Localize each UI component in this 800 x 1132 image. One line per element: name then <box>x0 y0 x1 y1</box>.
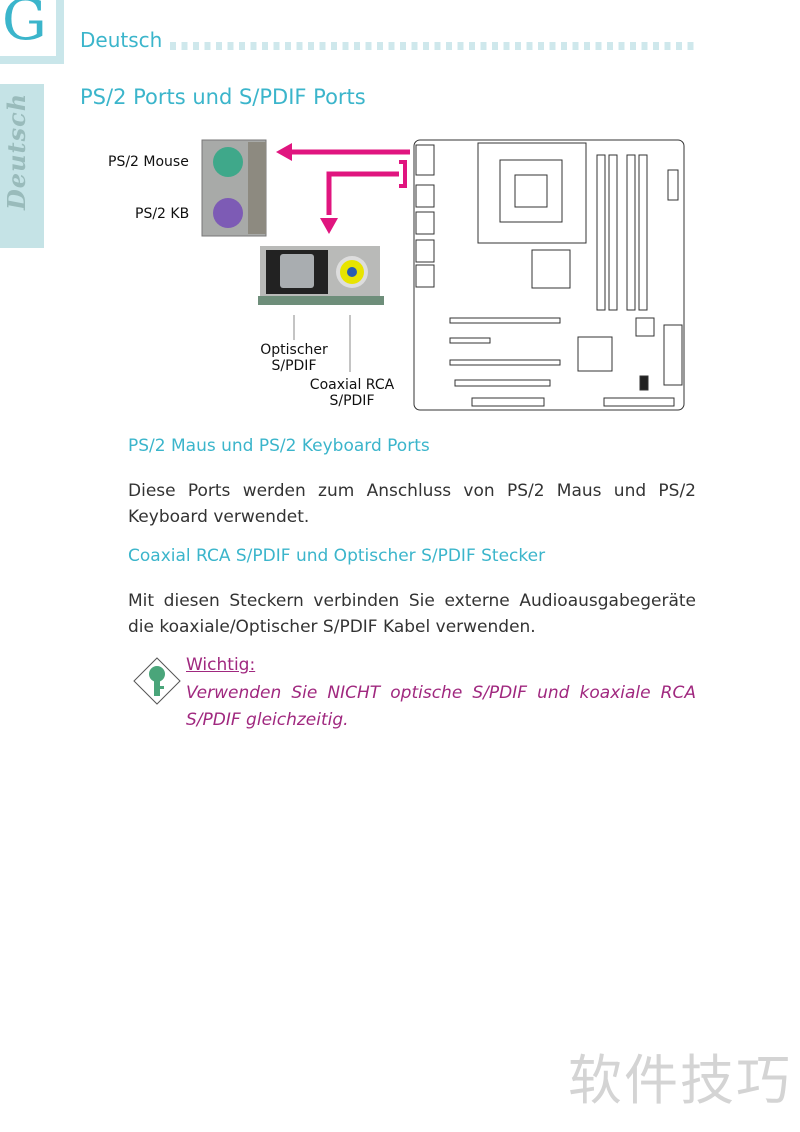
connector-figure <box>201 139 685 411</box>
key-icon <box>133 657 181 705</box>
label-optical-line1: Optischer <box>260 342 328 358</box>
label-optical: Optischer S/PDIF <box>256 342 332 374</box>
note-text: Verwenden Sie NICHT optische S/PDIF und … <box>186 683 696 730</box>
label-optical-line2: S/PDIF <box>271 358 317 374</box>
ps2-kb-port <box>213 198 243 228</box>
label-coaxial: Coaxial RCA S/PDIF <box>304 377 400 409</box>
section-heading-spdif: Coaxial RCA S/PDIF und Optischer S/PDIF … <box>128 546 546 566</box>
section-body-ps2: Diese Ports werden zum Anschluss von PS/… <box>128 481 696 527</box>
pointer-arrows <box>276 143 410 234</box>
section-heading-ps2: PS/2 Maus und PS/2 Keyboard Ports <box>128 436 430 456</box>
ps2-mouse-port <box>213 147 243 177</box>
spdif-connector-image <box>258 246 384 305</box>
chapter-letter: G <box>2 0 47 53</box>
header-dotted-rule <box>170 42 695 50</box>
label-coaxial-line1: Coaxial RCA <box>309 377 395 393</box>
label-ps2-kb: PS/2 KB <box>135 206 190 222</box>
side-tab: Deutsch <box>0 84 44 248</box>
label-coaxial-line2: S/PDIF <box>329 393 375 409</box>
ps2-connector-image <box>201 139 267 237</box>
section-header: Deutsch <box>80 28 163 52</box>
section-body-spdif: Mit diesen Steckern verbinden Sie extern… <box>128 591 696 637</box>
watermark: 软件技巧 <box>568 1049 792 1112</box>
page-title: PS/2 Ports und S/PDIF Ports <box>80 85 366 109</box>
label-ps2-mouse: PS/2 Mouse <box>108 154 189 170</box>
note-title: Wichtig: <box>186 655 256 675</box>
chapter-marker: G <box>0 0 60 60</box>
motherboard-diagram <box>413 139 685 411</box>
